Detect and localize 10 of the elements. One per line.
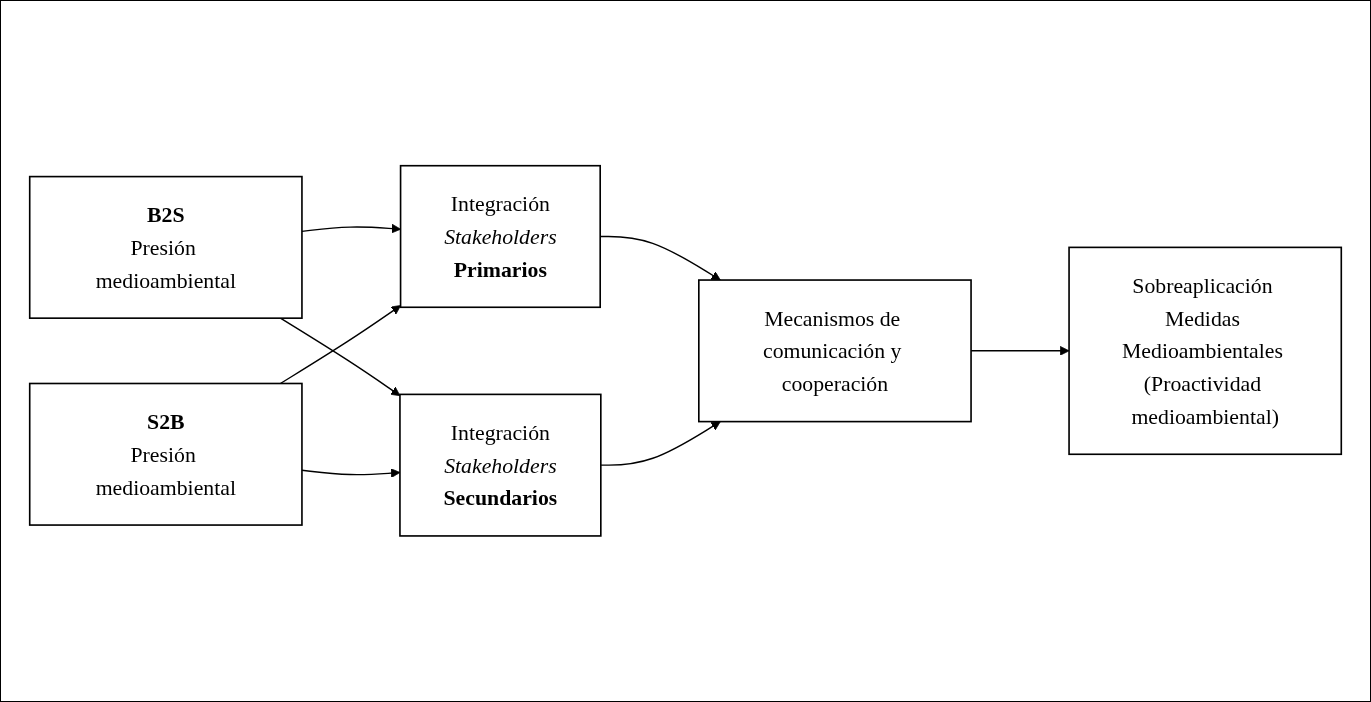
- arrow: [301, 224, 401, 234]
- node-box: Integración Stakeholders Secundarios: [399, 393, 602, 537]
- node-box: Mecanismos de comunicación y cooperación: [698, 279, 972, 423]
- node-box: Integración Stakeholders Primarios: [399, 165, 601, 309]
- arrow: [600, 421, 721, 467]
- arrow: [279, 305, 401, 385]
- node-box: Sobreaplicación Medidas Medioambientales (Proactividad medioambiental): [1068, 246, 1343, 456]
- node-box: B2S Presión medioambiental: [28, 175, 303, 320]
- node-box: S2B Presión medioambiental: [28, 382, 303, 527]
- arrow: [279, 317, 401, 397]
